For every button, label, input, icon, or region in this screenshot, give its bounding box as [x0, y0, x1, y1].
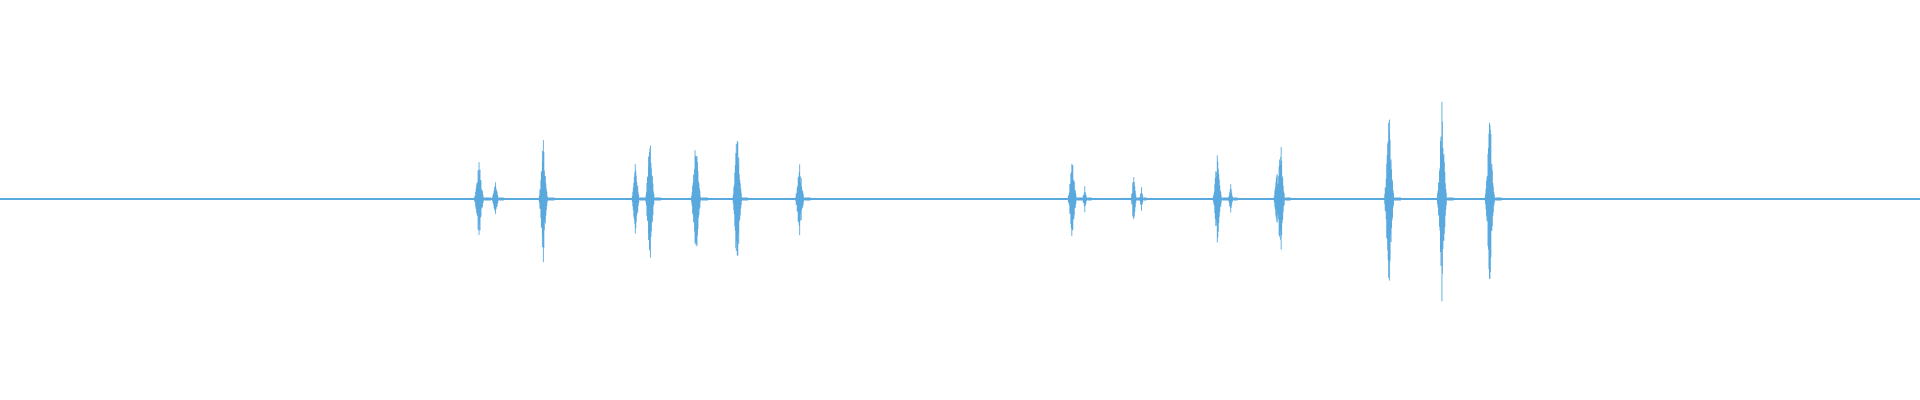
waveform-burst: [1436, 101, 1454, 302]
waveform-burst: [1139, 187, 1147, 211]
waveform-burst: [794, 164, 811, 236]
waveform-burst: [1383, 119, 1401, 281]
waveform-bursts: [473, 101, 1502, 302]
waveform-burst: [644, 145, 661, 258]
waveform-burst: [1082, 186, 1092, 213]
waveform-burst: [1228, 184, 1238, 213]
waveform-burst: [538, 140, 555, 263]
waveform-burst: [631, 164, 645, 234]
waveform-burst: [1130, 177, 1141, 220]
waveform-burst: [492, 182, 504, 215]
waveform-burst: [732, 140, 749, 256]
waveform-burst: [1067, 163, 1084, 237]
waveform-burst: [1276, 146, 1291, 250]
waveform-burst: [1212, 155, 1229, 243]
waveform-burst: [473, 162, 491, 235]
waveform-burst: [690, 150, 708, 247]
waveform-burst: [1484, 122, 1502, 279]
